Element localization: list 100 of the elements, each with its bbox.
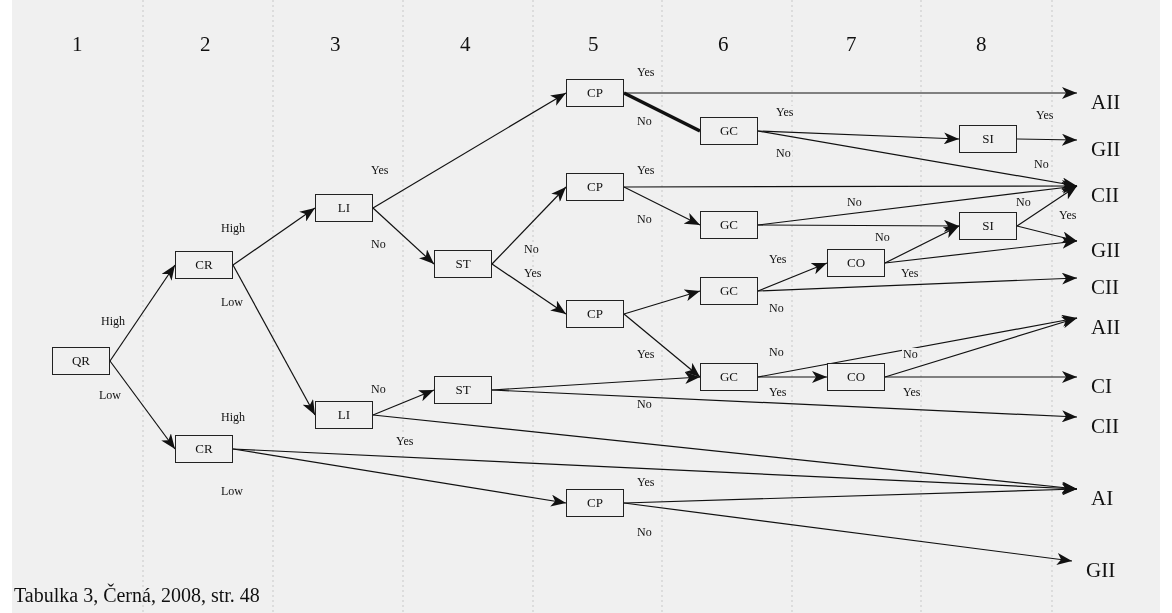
edge-label: High	[220, 411, 246, 423]
edge-label: No	[636, 398, 653, 410]
outcome-label: GII	[1072, 557, 1116, 583]
decision-box: GC	[700, 211, 758, 239]
column-number: 4	[460, 34, 471, 55]
arrow	[109, 264, 176, 362]
edge-label: No	[370, 383, 387, 395]
edge-label: No	[874, 231, 891, 243]
arrow	[623, 313, 701, 378]
outcome-label: AI	[1077, 485, 1114, 511]
connector-line	[623, 91, 701, 133]
arrow	[372, 389, 435, 416]
arrow	[623, 483, 1078, 504]
decision-box: GC	[700, 277, 758, 305]
outcome-label: CII	[1077, 274, 1119, 300]
edge-label: Low	[220, 296, 244, 308]
edge-label: Yes	[636, 476, 656, 488]
column-number: 1	[72, 34, 83, 55]
decision-box: LI	[315, 194, 373, 222]
outcome-label: CII	[1077, 413, 1119, 439]
decision-box: CP	[566, 173, 624, 201]
arrow	[372, 207, 435, 265]
arrow	[757, 130, 960, 145]
edge-label: Yes	[768, 253, 788, 265]
decision-box: GC	[700, 363, 758, 391]
decision-box: CR	[175, 251, 233, 279]
arrow	[1016, 185, 1078, 227]
edge-label: No	[902, 348, 919, 360]
column-number: 5	[588, 34, 599, 55]
edge-label: Yes	[775, 106, 795, 118]
column-number: 3	[330, 34, 341, 55]
arrow	[491, 371, 701, 391]
arrow	[884, 225, 960, 264]
outcome-label: CI	[1077, 373, 1112, 399]
caption: Tabulka 3, Černá, 2008, str. 48	[14, 585, 260, 605]
decision-box: CP	[566, 300, 624, 328]
decision-box: CP	[566, 489, 624, 517]
edge-label: Yes	[1058, 209, 1078, 221]
column-number: 7	[846, 34, 857, 55]
decision-box: CO	[827, 363, 885, 391]
edge-label: Yes	[768, 386, 788, 398]
arrow	[491, 389, 1078, 423]
edge-label: No	[636, 213, 653, 225]
outcome-label: GII	[1077, 237, 1121, 263]
decision-box: QR	[52, 347, 110, 375]
edge-label: Yes	[636, 164, 656, 176]
decision-box: CO	[827, 249, 885, 277]
arrow	[757, 130, 1078, 190]
decision-box: SI	[959, 125, 1017, 153]
edge-label: Yes	[902, 386, 922, 398]
arrow	[109, 360, 176, 450]
decision-box: ST	[434, 376, 492, 404]
decision-box: CR	[175, 435, 233, 463]
arrow	[757, 272, 1078, 292]
decision-box: SI	[959, 212, 1017, 240]
arrow	[623, 289, 701, 315]
arrow	[1016, 133, 1078, 146]
edge-label: No	[636, 115, 653, 127]
branch-label: No	[1034, 158, 1049, 170]
edge-label: Yes	[1035, 109, 1055, 121]
arrow	[232, 448, 567, 507]
edge-label: Yes	[370, 164, 390, 176]
edge-label: Low	[98, 389, 122, 401]
arrow	[757, 262, 828, 292]
arrow	[372, 92, 567, 209]
edge-label: No	[846, 196, 863, 208]
column-number: 6	[718, 34, 729, 55]
decision-box: LI	[315, 401, 373, 429]
edge-label: No	[636, 526, 653, 538]
outcome-label: CII	[1077, 182, 1119, 208]
edge-label: Yes	[523, 267, 543, 279]
edge-label: Yes	[900, 267, 920, 279]
edge-label: No	[523, 243, 540, 255]
arrow	[884, 236, 1078, 264]
arrow	[623, 186, 701, 226]
edge-label: No	[370, 238, 387, 250]
arrow	[1016, 225, 1078, 244]
arrow	[884, 371, 1078, 383]
arrow	[757, 371, 828, 383]
edge-label: No	[1015, 196, 1032, 208]
outcome-label: GII	[1077, 136, 1121, 162]
decision-box: GC	[700, 117, 758, 145]
edge-label: High	[100, 315, 126, 327]
arrow	[232, 207, 316, 266]
arrow	[491, 263, 567, 315]
edge-label: Yes	[636, 348, 656, 360]
outcome-label: AII	[1077, 314, 1121, 340]
arrow	[623, 502, 1073, 565]
column-number: 8	[976, 34, 987, 55]
edge-label: No	[768, 302, 785, 314]
edge-label: Yes	[395, 435, 415, 447]
edge-label: High	[220, 222, 246, 234]
arrow	[757, 219, 960, 232]
arrow	[491, 186, 567, 265]
outcome-label: AII	[1077, 89, 1121, 115]
column-number: 2	[200, 34, 211, 55]
edge-label: Low	[220, 485, 244, 497]
edge-label: No	[775, 147, 792, 159]
decision-box: CP	[566, 79, 624, 107]
arrow	[232, 264, 316, 416]
